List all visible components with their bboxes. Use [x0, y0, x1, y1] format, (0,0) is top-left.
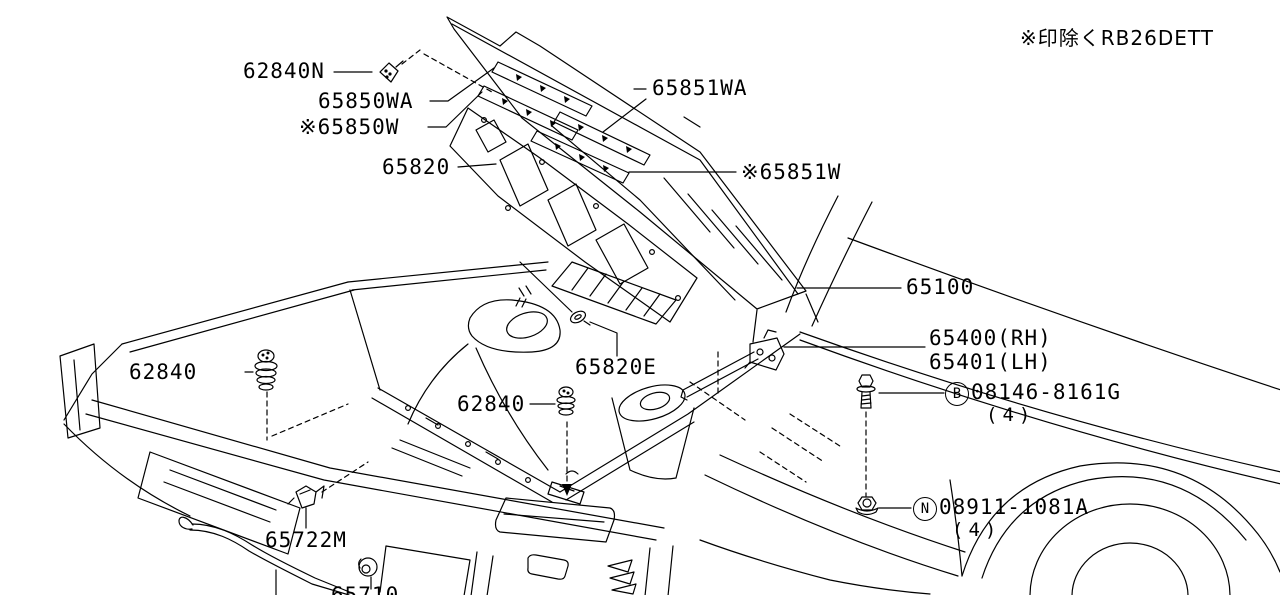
- nut-symbol-n[interactable]: N: [913, 497, 937, 521]
- grommet-62840-left-icon: [254, 349, 349, 441]
- cowl-and-pillar-art: [347, 195, 1280, 485]
- part-label-62840n[interactable]: 62840N: [243, 59, 325, 83]
- part-label-65722m[interactable]: 65722M: [265, 528, 347, 552]
- part-label-65850wa[interactable]: 65850WA: [318, 89, 414, 113]
- grommet-65710-icon: [358, 557, 378, 590]
- part-qty-08146[interactable]: (4): [986, 404, 1036, 426]
- part-label-62840-left[interactable]: 62840: [129, 360, 198, 384]
- bolt-symbol-b[interactable]: B: [945, 382, 969, 406]
- grommet-62840-center-icon: [556, 386, 576, 496]
- nut-08911-icon: [855, 496, 879, 516]
- part-label-65100[interactable]: 65100: [906, 275, 975, 299]
- wheel-arch-art: [949, 462, 1280, 595]
- part-label-65401-lh[interactable]: 65401(LH): [929, 350, 1052, 374]
- part-label-08911-1081a[interactable]: 08911-1081A: [939, 495, 1090, 519]
- part-label-65710[interactable]: 65710: [331, 583, 400, 595]
- part-label-65400-65401[interactable]: 65400(RH) 65401(LH): [929, 327, 1052, 373]
- hood-insulator-art: [449, 107, 698, 323]
- hood-hinge-icon: [680, 329, 844, 483]
- part-label-65851wa[interactable]: 65851WA: [652, 76, 748, 100]
- bolt-08146-icon: [856, 374, 876, 497]
- leader-lines: [244, 67, 945, 509]
- engine-bay-art: [59, 281, 801, 517]
- part-label-65820[interactable]: 65820: [382, 155, 451, 179]
- part-qty-08911[interactable]: (4): [952, 519, 1002, 541]
- part-label-65820e[interactable]: 65820E: [575, 355, 657, 379]
- part-label-62840-center[interactable]: 62840: [457, 392, 526, 416]
- diagram-note: ※印除くRB26DETT: [1020, 26, 1214, 50]
- part-label-08146-8161g[interactable]: 08146-8161G: [971, 380, 1122, 404]
- clip-62840n-icon: [379, 49, 493, 93]
- clip-65820e-icon: [519, 261, 591, 326]
- part-label-65850w[interactable]: ※65850W: [299, 115, 400, 139]
- front-bumper-art: [85, 399, 966, 595]
- part-label-65851w[interactable]: ※65851W: [741, 160, 842, 184]
- part-label-65400-rh[interactable]: 65400(RH): [929, 326, 1052, 350]
- hood-support-rod-art: [178, 516, 353, 595]
- clamp-65722m-icon: [287, 461, 369, 529]
